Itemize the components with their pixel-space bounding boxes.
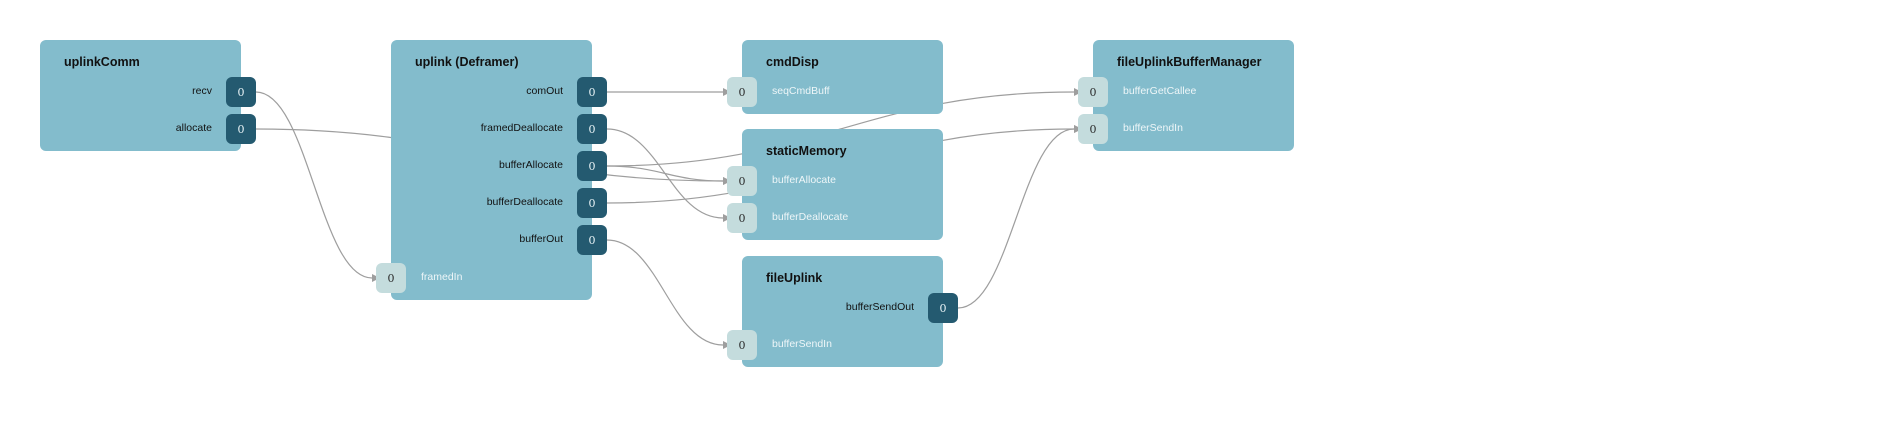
port-label: comOut <box>526 85 563 97</box>
input-port-bufferSendIn[interactable]: 0 bufferSendIn <box>1078 114 1183 144</box>
port-count: 0 <box>727 77 757 107</box>
port-label: bufferSendOut <box>845 301 914 313</box>
output-port-bufferAllocate[interactable]: 0 bufferAllocate <box>499 151 607 181</box>
port-label: bufferDeallocate <box>772 211 849 223</box>
component-fileUplinkBufferManager[interactable]: fileUplinkBufferManager <box>1093 40 1294 151</box>
component-title: uplinkComm <box>64 55 140 69</box>
input-port-bufferGetCallee[interactable]: 0 bufferGetCallee <box>1078 77 1196 107</box>
port-label: recv <box>192 85 212 97</box>
port-label: framedIn <box>421 271 463 283</box>
output-port-recv[interactable]: 0 recv <box>192 77 256 107</box>
output-port-bufferDeallocate[interactable]: 0 bufferDeallocate <box>487 188 607 218</box>
port-label: framedDeallocate <box>480 122 563 134</box>
component-title: staticMemory <box>766 144 847 158</box>
port-count: 0 <box>226 114 256 144</box>
component-title: cmdDisp <box>766 55 819 69</box>
port-count: 0 <box>577 77 607 107</box>
wire-fileUplink-bufferSendOut-to-fileUplinkBufferManager-bufferSendIn <box>957 128 1075 309</box>
port-label: bufferDeallocate <box>486 196 563 208</box>
port-count: 0 <box>1078 114 1108 144</box>
input-port-bufferSendIn[interactable]: 0 bufferSendIn <box>727 330 832 360</box>
input-port-seqCmdBuff[interactable]: 0 seqCmdBuff <box>727 77 830 107</box>
port-count: 0 <box>1078 77 1108 107</box>
input-port-framedIn[interactable]: 0 framedIn <box>376 263 462 293</box>
port-label: bufferOut <box>519 233 563 245</box>
component-fileUplink[interactable]: fileUplink <box>742 256 943 367</box>
port-label: allocate <box>175 122 212 134</box>
port-count: 0 <box>577 151 607 181</box>
port-count: 0 <box>226 77 256 107</box>
port-count: 0 <box>727 330 757 360</box>
component-title: uplink (Deframer) <box>415 55 519 69</box>
component-cmdDisp[interactable]: cmdDisp <box>742 40 943 114</box>
port-label: bufferSendIn <box>772 338 832 350</box>
wire-uplink-bufferOut-to-fileUplink-bufferSendIn <box>606 239 724 346</box>
port-label: bufferGetCallee <box>1123 85 1197 97</box>
wire-uplink-bufferAllocate-to-staticMemory-bufferAllocate <box>606 165 724 182</box>
port-label: seqCmdBuff <box>772 85 830 97</box>
component-uplinkComm[interactable]: uplinkComm <box>40 40 241 151</box>
port-label: bufferSendIn <box>1123 122 1183 134</box>
wire-uplinkComm-recv-to-uplink-framedIn <box>255 91 373 279</box>
output-port-framedDeallocate[interactable]: 0 framedDeallocate <box>481 114 607 144</box>
component-title: fileUplinkBufferManager <box>1117 55 1262 69</box>
input-port-bufferDeallocate[interactable]: 0 bufferDeallocate <box>727 203 848 233</box>
port-count: 0 <box>577 114 607 144</box>
port-count: 0 <box>376 263 406 293</box>
wire-uplink-framedDeallocate-to-staticMemory-bufferDeallocate <box>606 128 724 219</box>
port-count: 0 <box>577 188 607 218</box>
port-count: 0 <box>928 293 958 323</box>
port-count: 0 <box>727 166 757 196</box>
component-title: fileUplink <box>766 271 823 285</box>
port-count: 0 <box>727 203 757 233</box>
output-port-allocate[interactable]: 0 allocate <box>176 114 256 144</box>
port-label: bufferAllocate <box>772 174 837 186</box>
output-port-bufferSendOut[interactable]: 0 bufferSendOut <box>846 293 958 323</box>
output-port-bufferOut[interactable]: 0 bufferOut <box>519 225 607 255</box>
input-port-bufferAllocate[interactable]: 0 bufferAllocate <box>727 166 836 196</box>
port-count: 0 <box>577 225 607 255</box>
output-port-comOut[interactable]: 0 comOut <box>526 77 607 107</box>
port-label: bufferAllocate <box>498 159 563 171</box>
